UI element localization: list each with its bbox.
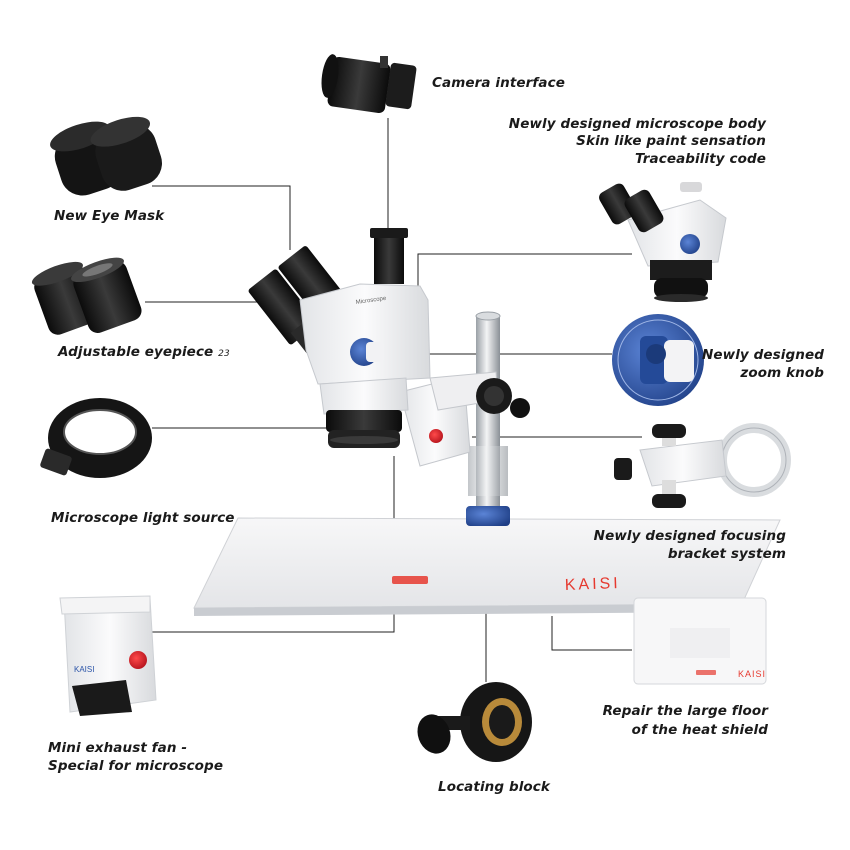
stand-power-button <box>429 429 443 443</box>
pillar <box>466 311 510 526</box>
exhaust-fan-image: KAISI <box>59 595 157 716</box>
body-inset-image <box>599 182 727 302</box>
body-model-label: Microscope <box>355 296 387 306</box>
locating-block-image <box>417 682 532 762</box>
label-focusing-bracket-1: Newly designed focusing <box>593 528 786 544</box>
label-microscope-body-2: Skin like paint sensation <box>576 133 766 149</box>
label-zoom-knob-2: zoom knob <box>740 365 824 381</box>
zoom-knob-inset-image <box>612 314 704 406</box>
base-badge <box>392 576 428 584</box>
label-eye-mask: New Eye Mask <box>54 208 165 224</box>
label-heat-shield-2: of the heat shield <box>631 722 768 738</box>
label-exhaust-fan-2: Special for microscope <box>48 758 224 774</box>
label-heat-shield-1: Repair the large floor <box>602 703 768 719</box>
label-light-source: Microscope light source <box>51 510 235 526</box>
microscope-body: Microscope <box>248 228 431 448</box>
label-microscope-body-1: Newly designed microscope body <box>508 116 766 132</box>
camera-interface-image <box>321 54 417 114</box>
label-camera-interface: Camera interface <box>432 75 565 91</box>
label-locating-block: Locating block <box>438 779 550 795</box>
label-adjustable-eyepiece: Adjustable eyepiece 23 <box>58 343 230 363</box>
label-microscope-body-3: Traceability code <box>634 151 766 167</box>
label-zoom-knob-1: Newly designed <box>701 347 824 363</box>
label-adjustable-eyepiece-text: Adjustable eyepiece <box>58 344 214 360</box>
heat-shield-image: KAISI <box>633 597 767 685</box>
label-focusing-bracket-2: bracket system <box>667 546 786 562</box>
label-adjustable-eyepiece-suffix: 23 <box>218 349 230 359</box>
focus-arm <box>399 371 530 467</box>
fan-logo: KAISI <box>74 665 94 674</box>
label-exhaust-fan-1: Mini exhaust fan - <box>48 740 188 756</box>
light-source-image <box>40 398 152 478</box>
shield-logo: KAISI <box>738 669 766 679</box>
eyepiece-image <box>31 257 142 335</box>
base-plate: KAISI <box>193 517 781 616</box>
base-logo: KAISI <box>565 575 621 594</box>
eye-mask-image <box>50 116 162 196</box>
focusing-bracket-image <box>614 423 791 508</box>
